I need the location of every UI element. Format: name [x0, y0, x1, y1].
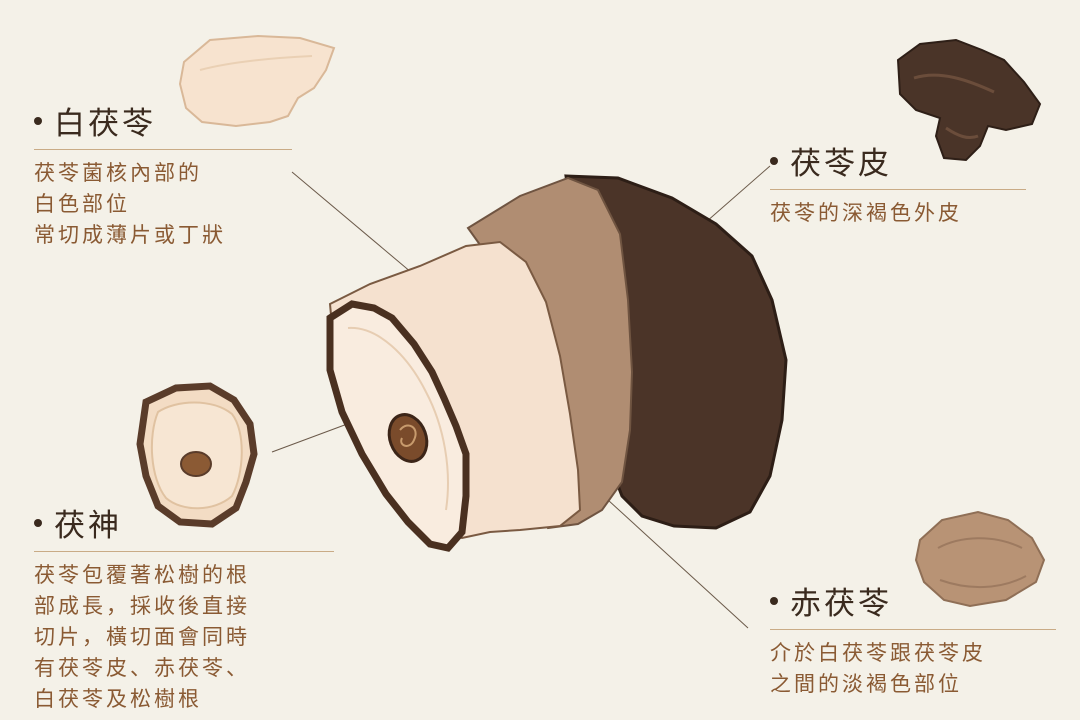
- red-fuling-image: [914, 510, 1046, 608]
- label-fushen-desc: 茯苓包覆著松樹的根 部成長，採收後直接 切片，橫切面會同時 有茯苓皮、赤茯苓、 …: [34, 563, 250, 711]
- bullet-icon: [770, 156, 778, 165]
- label-fuling-skin-title-row: 茯苓皮: [770, 138, 1026, 190]
- label-fushen-title-row: 茯神: [34, 500, 334, 552]
- label-fuling-skin-title: 茯苓皮: [790, 146, 892, 182]
- label-white-fuling-title: 白茯苓: [54, 106, 156, 142]
- label-red-fuling-title-row: 赤茯苓: [770, 578, 1056, 630]
- label-fuling-skin-desc: 茯苓的深褐色外皮: [770, 201, 962, 225]
- white-fuling-slice-image: [178, 34, 336, 128]
- label-fushen-title: 茯神: [54, 508, 122, 544]
- fuling-skin-image: [896, 38, 1042, 162]
- label-white-fuling-desc: 茯苓菌核內部的 白色部位 常切成薄片或丁狀: [34, 161, 226, 247]
- bullet-icon: [34, 116, 42, 125]
- label-fushen: 茯神 茯苓包覆著松樹的根 部成長，採收後直接 切片，橫切面會同時 有茯苓皮、赤茯…: [34, 500, 334, 715]
- leader-line-white: [291, 171, 419, 279]
- label-white-fuling: 白茯苓 茯苓菌核內部的 白色部位 常切成薄片或丁狀: [34, 98, 292, 251]
- leader-line-red: [607, 499, 749, 629]
- label-white-fuling-title-row: 白茯苓: [34, 98, 292, 150]
- leader-line-shen: [271, 419, 359, 453]
- bullet-icon: [770, 596, 778, 605]
- label-red-fuling-desc: 介於白茯苓跟茯苓皮 之間的淡褐色部位: [770, 641, 986, 696]
- fuling-cross-section-image: [326, 174, 788, 552]
- fushen-slice-image: [136, 382, 258, 528]
- label-fuling-skin: 茯苓皮 茯苓的深褐色外皮: [770, 138, 1026, 229]
- label-red-fuling: 赤茯苓 介於白茯苓跟茯苓皮 之間的淡褐色部位: [770, 578, 1056, 700]
- bullet-icon: [34, 518, 42, 527]
- leader-line-skin: [705, 165, 771, 223]
- label-red-fuling-title: 赤茯苓: [790, 586, 892, 622]
